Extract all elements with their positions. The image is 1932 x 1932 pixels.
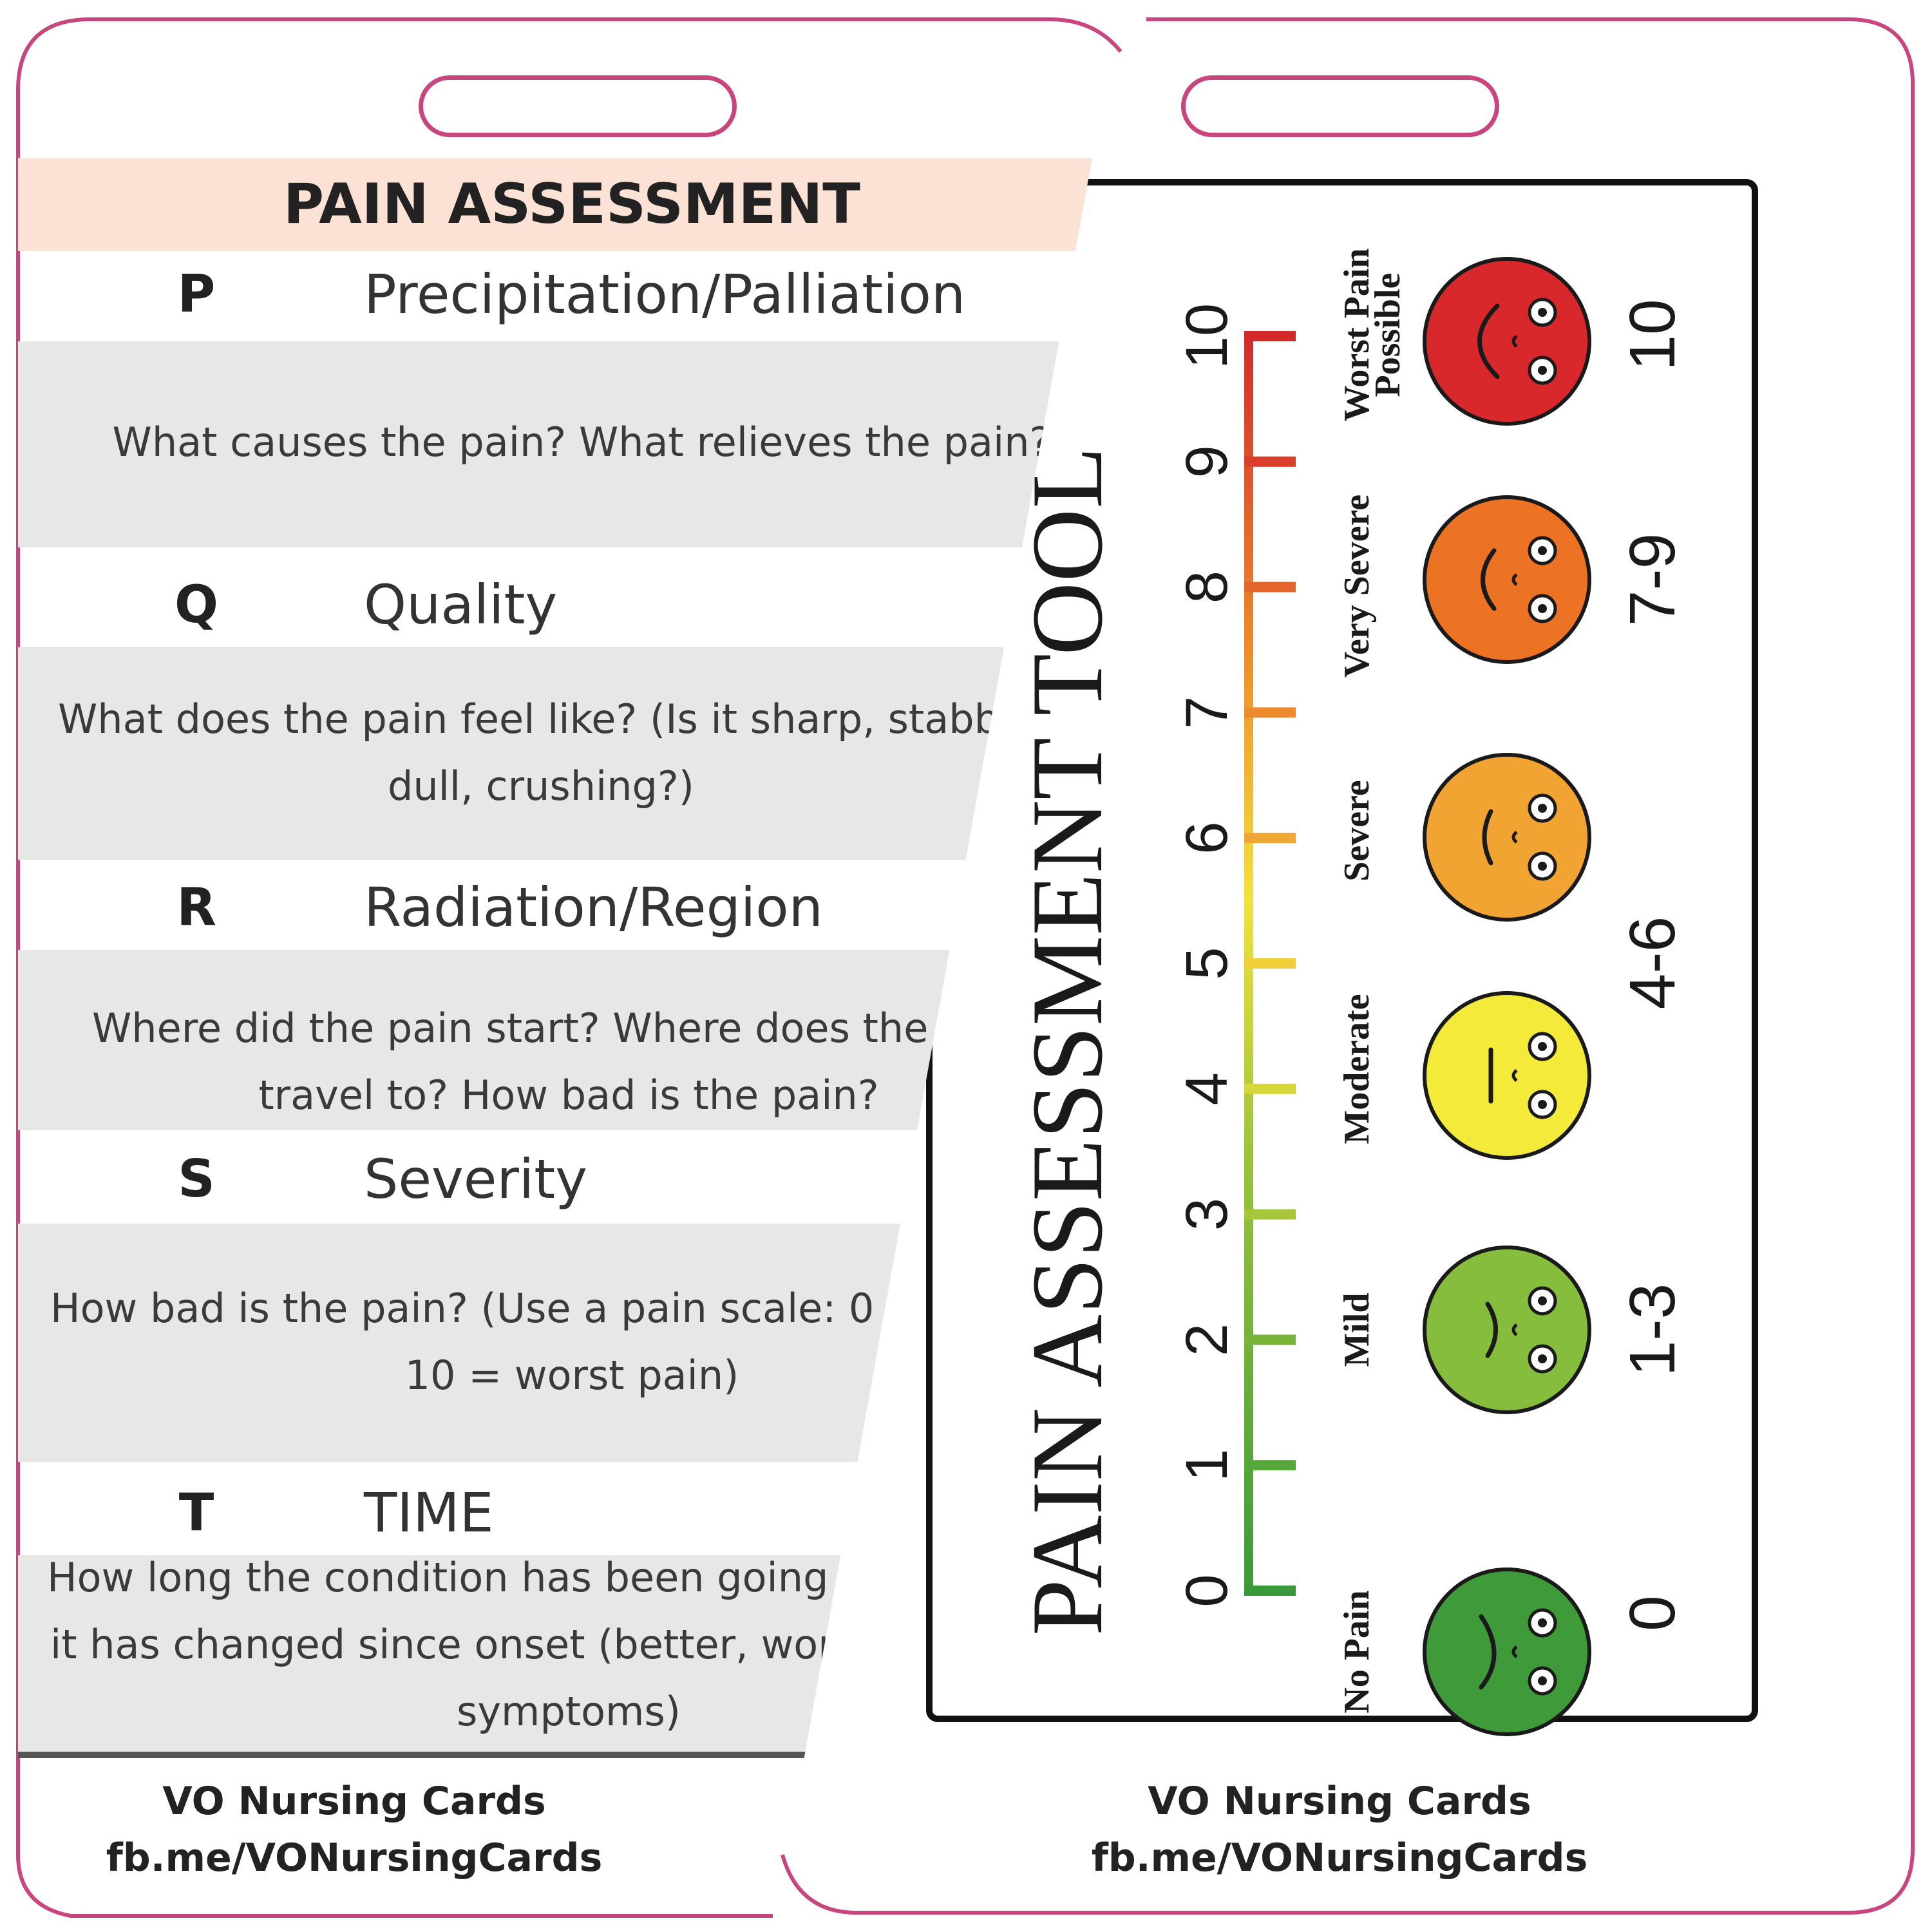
face-range: 7-9: [1616, 533, 1689, 627]
footer-divider: [18, 1752, 1121, 1758]
pain-face-icon: [1423, 1245, 1591, 1414]
scale-number: 6: [1174, 822, 1240, 855]
scale-tick: [1244, 582, 1296, 592]
row-letter-t: T: [178, 1482, 214, 1542]
face-label: No Pain: [1337, 1590, 1377, 1713]
pain-face-icon: [1423, 753, 1591, 922]
scale-number: 1: [1174, 1449, 1240, 1482]
footer-brand: VO Nursing Cards: [162, 1779, 546, 1824]
desc-line: symptoms): [457, 1688, 681, 1735]
header-band: [18, 158, 1121, 251]
face-label: Mild: [1337, 1293, 1377, 1367]
scale-number: 9: [1174, 445, 1240, 478]
row-letter-p: P: [177, 264, 216, 324]
row-term-t: TIME: [364, 1481, 494, 1544]
tool-title: PAIN ASSESSMENT TOOL: [1011, 446, 1124, 1636]
face-label: Severe: [1337, 780, 1377, 882]
scale-tick: [1244, 331, 1296, 341]
scale-number: 10: [1174, 303, 1240, 369]
pain-face-icon: [1423, 257, 1591, 426]
pain-face-icon: [1423, 991, 1591, 1160]
row-letter-s: S: [178, 1149, 215, 1209]
row-term-p: Precipitation/Palliation: [364, 263, 966, 326]
row-desc-q: What does the pain feel like? (Is it sha…: [6, 686, 1121, 820]
row-desc-band-p: [18, 341, 1121, 547]
scale-tick: [1244, 958, 1296, 969]
scale-tick: [1244, 1209, 1296, 1220]
lanyard-slot: [419, 75, 737, 137]
scale-tick: [1244, 1586, 1296, 1596]
scale-tick: [1244, 1083, 1296, 1094]
footer-link[interactable]: fb.me/VONursingCards: [106, 1835, 603, 1880]
face-label: Very Severe: [1337, 495, 1377, 678]
desc-line: What causes the pain? What relieves the …: [112, 419, 1051, 466]
desc-line: travel to? How bad is the pain?: [258, 1072, 879, 1119]
scale-number: 7: [1174, 696, 1240, 729]
row-term-q: Quality: [364, 573, 558, 636]
scale-tick: [1244, 1334, 1296, 1345]
scale-number: 2: [1174, 1323, 1240, 1356]
row-term-r: Radiation/Region: [364, 876, 823, 939]
face-label: Worst Pain: [1337, 248, 1377, 421]
footer-brand: VO Nursing Cards: [1148, 1779, 1531, 1824]
scale-number: 3: [1174, 1198, 1240, 1231]
face-range: 10: [1616, 299, 1689, 370]
row-desc-r: Where did the pain start? Where does the…: [18, 995, 1121, 1129]
pain-face-icon: [1423, 1567, 1591, 1736]
lanyard-slot: [1181, 75, 1499, 137]
face-range: 4-6: [1616, 916, 1689, 1010]
face-label: Moderate: [1337, 994, 1377, 1144]
scale-tick: [1244, 707, 1296, 718]
row-letter-r: R: [176, 877, 216, 937]
card-title: PAIN ASSESSMENT: [283, 172, 860, 236]
pain-face-icon: [1423, 495, 1591, 664]
scale-tick: [1244, 1460, 1296, 1471]
scale-tick: [1244, 833, 1296, 844]
desc-line: 10 = worst pain): [404, 1352, 739, 1399]
row-desc-band-q: [18, 647, 1121, 860]
face-label: Possible: [1368, 273, 1408, 397]
desc-line: dull, crushing?): [388, 762, 694, 810]
face-range: 1-3: [1616, 1283, 1689, 1377]
desc-line: What does the pain feel like? (Is it sha…: [58, 696, 1074, 743]
scale-number: 4: [1174, 1072, 1240, 1105]
row-desc-p: What causes the pain? What relieves the …: [18, 409, 1121, 476]
scale-number: 5: [1174, 947, 1240, 980]
face-range: 0: [1616, 1595, 1689, 1631]
row-term-s: Severity: [364, 1148, 587, 1211]
scale-tick: [1244, 456, 1296, 467]
row-letter-q: Q: [174, 574, 218, 634]
scale-number: 8: [1174, 571, 1240, 603]
footer-link[interactable]: fb.me/VONursingCards: [1091, 1835, 1588, 1880]
scale-number: 0: [1174, 1574, 1240, 1607]
desc-line: Where did the pain start? Where does the…: [92, 1005, 1027, 1052]
